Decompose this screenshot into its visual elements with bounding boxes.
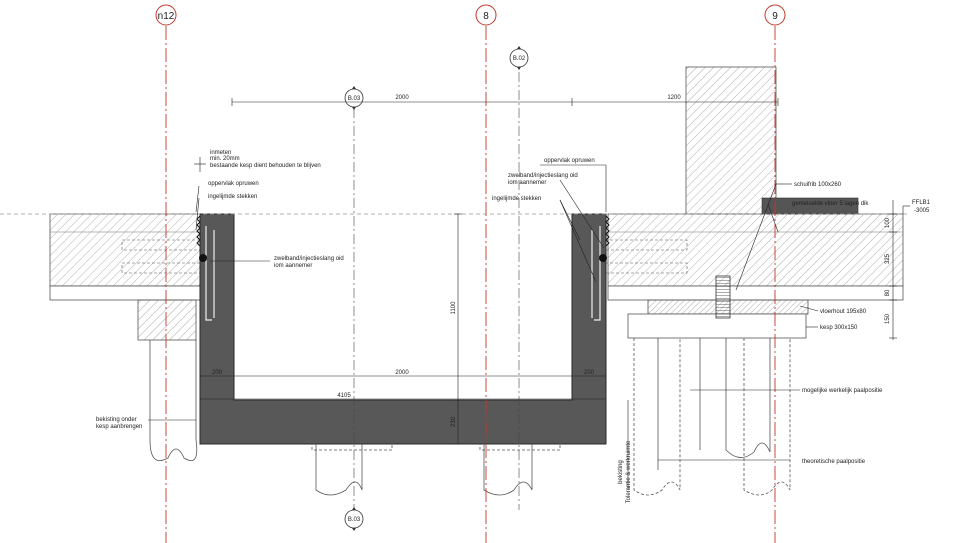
note-inmeten-3: bestaande kesp dient behouden te blijven xyxy=(210,163,321,169)
note-bekisting-2: kesp aanbrengen xyxy=(96,424,142,430)
grid-bubble-8: 8 xyxy=(475,4,497,26)
note-tolerantie-2: Tolerantie & werkruimte xyxy=(626,440,632,503)
note-zwelband-left-2: iom aannemer xyxy=(274,263,312,269)
grid-label-n12: n12 xyxy=(158,11,175,22)
sleeves-right xyxy=(604,239,688,274)
leader-lines xyxy=(148,157,910,421)
note-ffl-2: -3005 xyxy=(914,208,930,214)
note-ffl-1: FFLB1 xyxy=(912,200,931,206)
existing-floor-right xyxy=(607,213,904,339)
grid-lines xyxy=(165,26,776,543)
dim-top-right: 1200 xyxy=(667,95,681,101)
swell-band-left xyxy=(199,254,207,262)
section-marker-b02: B.02 xyxy=(509,46,529,70)
dim-wall-left: 200 xyxy=(212,370,223,376)
dim-80: 80 xyxy=(885,289,891,296)
grid-bubble-9: 9 xyxy=(764,4,786,26)
section-marker-b03-top: B.03 xyxy=(344,86,364,110)
dim-inner-width: 2000 xyxy=(395,370,409,376)
dim-pit-height: 1100 xyxy=(451,301,457,315)
dim-100: 100 xyxy=(885,217,891,228)
swell-band-right xyxy=(599,254,607,262)
dim-floor-thk: 230 xyxy=(451,416,457,427)
dim-150: 150 xyxy=(885,313,891,324)
section-label-bottom: B.03 xyxy=(348,517,361,523)
note-oppervlak-right: oppervlak opruwen xyxy=(544,158,595,164)
section-label-top-left: B.03 xyxy=(348,96,361,102)
note-zwelband-right-1: zwelband/injectieslang oid xyxy=(508,173,578,179)
section-marker-b03-bottom: B.03 xyxy=(344,507,364,531)
note-gemetselde: gemetselde vloer 5 lagen dik xyxy=(792,201,869,207)
grid-label-8: 8 xyxy=(483,11,489,22)
existing-wall xyxy=(685,66,859,215)
note-oppervlak-left: oppervlak opruwen xyxy=(208,181,259,187)
dim-325: 325 xyxy=(885,253,891,264)
note-kesp: kesp 300x150 xyxy=(820,325,858,331)
note-zwelband-left-1: zwelband/injectieslang oid xyxy=(274,256,344,262)
note-inmeten-2: min. 20mm xyxy=(210,156,240,162)
dim-wall-right: 200 xyxy=(584,370,595,376)
rough-surface-right xyxy=(605,215,610,247)
concrete-pit xyxy=(199,213,607,445)
note-theoretische: theoretische paalpositie xyxy=(802,459,866,465)
note-mogelijke: mogelijke werkelijk paalpositie xyxy=(802,388,883,394)
note-vloerhout: vloerhout 195x80 xyxy=(820,309,867,315)
note-tolerantie-1: bekisting xyxy=(618,460,624,484)
existing-floor-left xyxy=(49,213,201,341)
note-zwelband-right-2: iom aannemer xyxy=(508,180,546,186)
grid-bubble-n12: n12 xyxy=(155,4,177,26)
note-schuifrib: schuifrib 100x260 xyxy=(794,182,842,188)
note-ingelijmde-left: ingelijmde stekken xyxy=(208,194,257,200)
note-bekisting-1: bekisting onder xyxy=(96,417,137,423)
note-ingelijmde-right: ingelijmde stekken xyxy=(492,196,541,202)
grid-label-9: 9 xyxy=(772,11,778,22)
shear-rib xyxy=(715,275,731,319)
dim-outer-width: 4105 xyxy=(337,393,351,399)
note-inmeten-1: inmeten xyxy=(210,150,231,156)
section-label-top-mid: B.02 xyxy=(513,56,526,62)
dim-top-span: 2000 xyxy=(395,95,409,101)
dimension-lines xyxy=(199,98,897,490)
piles xyxy=(149,338,791,496)
section-lines xyxy=(353,72,520,510)
rough-surface-left xyxy=(196,215,201,247)
